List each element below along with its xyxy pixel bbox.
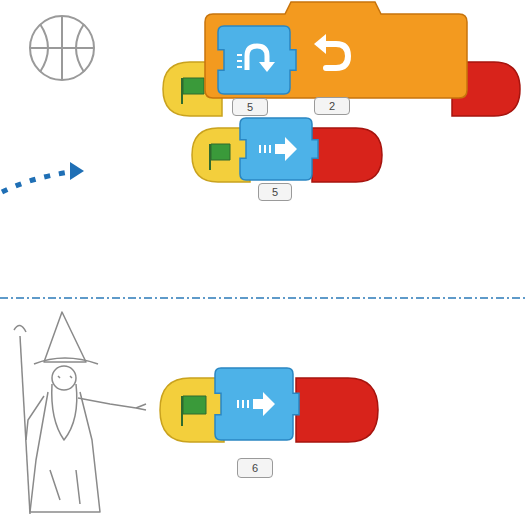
move-block: 5 [240, 118, 320, 202]
repeat-icon-head [314, 34, 326, 54]
end-block [296, 378, 378, 442]
number-field: 6 [237, 458, 273, 478]
dotted-arrow [2, 162, 84, 192]
move-icon-line [247, 400, 249, 408]
parameter-number: 5 [247, 102, 253, 113]
move-icon-line [259, 145, 261, 153]
move-block: 6 [215, 368, 301, 480]
motion-block-shape [215, 368, 299, 440]
move-icon-line [237, 400, 239, 408]
motion-block-shape [240, 118, 318, 180]
repeat-block: 25 [205, 0, 467, 116]
end-block [312, 128, 382, 182]
number-field: 2 [314, 97, 350, 115]
basketball-icon [30, 16, 94, 80]
move-icon-line [269, 145, 271, 153]
move-icon [275, 137, 297, 161]
move-icon [253, 392, 275, 416]
parameter-number: 2 [329, 101, 335, 112]
turn-icon-head [259, 62, 275, 72]
number-field: 5 [232, 98, 268, 116]
repeat-block-shape [205, 2, 467, 98]
turn-icon-line [237, 66, 242, 68]
turn-icon-line [237, 54, 242, 56]
move-icon-line [264, 145, 266, 153]
wizard-illustration [14, 312, 146, 514]
parameter-number: 5 [272, 187, 278, 198]
parameter-number: 6 [252, 463, 258, 474]
move-icon-line [242, 400, 244, 408]
number-field: 5 [258, 183, 292, 201]
turn-block: 5 [218, 26, 298, 116]
motion-block-shape [218, 26, 296, 94]
divider-line [0, 297, 526, 299]
turn-icon-line [237, 60, 242, 62]
